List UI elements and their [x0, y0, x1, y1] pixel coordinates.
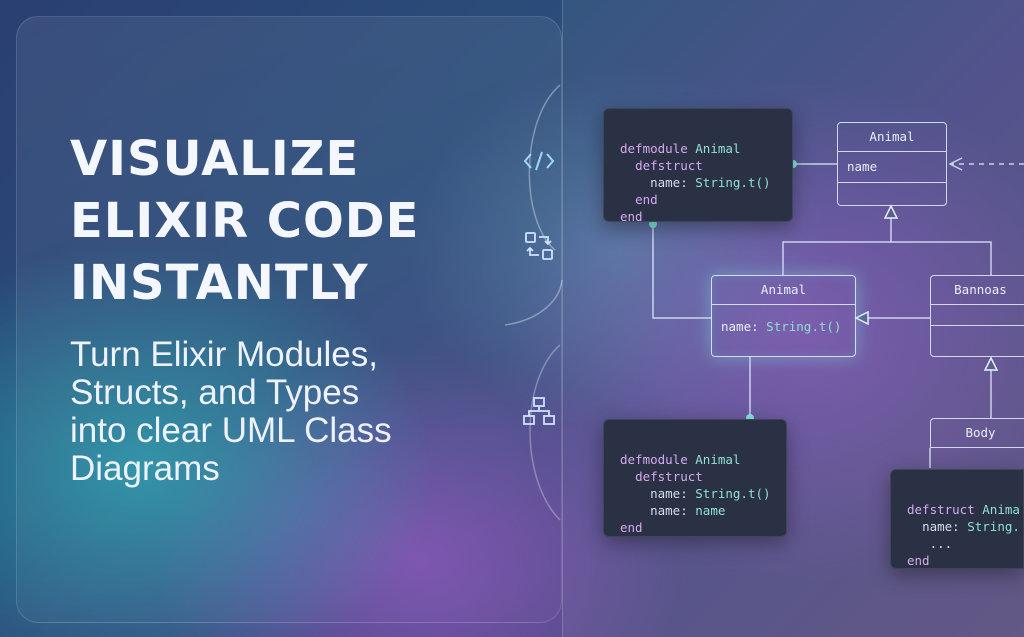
code-block-top: defmodule Animal defstruct name: String.… [603, 108, 793, 224]
subheadline-line-4: Diagrams [70, 449, 220, 488]
class-name: Animal [838, 123, 946, 152]
subheadline: Turn Elixir Modules, Structs, and Types … [70, 336, 392, 488]
code-icon [523, 151, 555, 171]
transform-icon [525, 232, 553, 260]
headline-line-2: ELIXIR CODE [70, 193, 420, 249]
class-name: Body [965, 425, 996, 440]
uml-class-bannoas[interactable]: Bannoas [930, 275, 1024, 357]
class-attribute: name: String.t() [721, 319, 842, 334]
subheadline-line-1: Turn Elixir Modules, [70, 335, 378, 374]
headline-line-1: VISUALIZE [70, 131, 360, 187]
headline: VISUALIZE ELIXIR CODE INSTANTLY [70, 128, 419, 314]
headline-line-3: INSTANTLY [70, 255, 369, 311]
subheadline-line-2: Structs, and Types [70, 373, 360, 412]
class-attribute-section [931, 305, 1024, 326]
uml-class-animal-mid[interactable]: Animal name: String.t() [711, 275, 856, 357]
uml-class-animal-top[interactable]: Animal name [837, 122, 947, 206]
code-block-middle: defmodule Animal defstruct name: String.… [603, 419, 787, 537]
hero-card [16, 16, 562, 623]
hierarchy-icon [523, 397, 555, 425]
subheadline-line-3: into clear UML Class [70, 411, 392, 450]
uml-class-body[interactable]: Body [930, 418, 1024, 448]
class-attribute: name [838, 152, 946, 183]
class-name: Bannoas [931, 276, 1024, 305]
code-block-bottom: defstruct Anima name: String. ... end [890, 469, 1024, 569]
class-name: Animal [712, 276, 855, 305]
